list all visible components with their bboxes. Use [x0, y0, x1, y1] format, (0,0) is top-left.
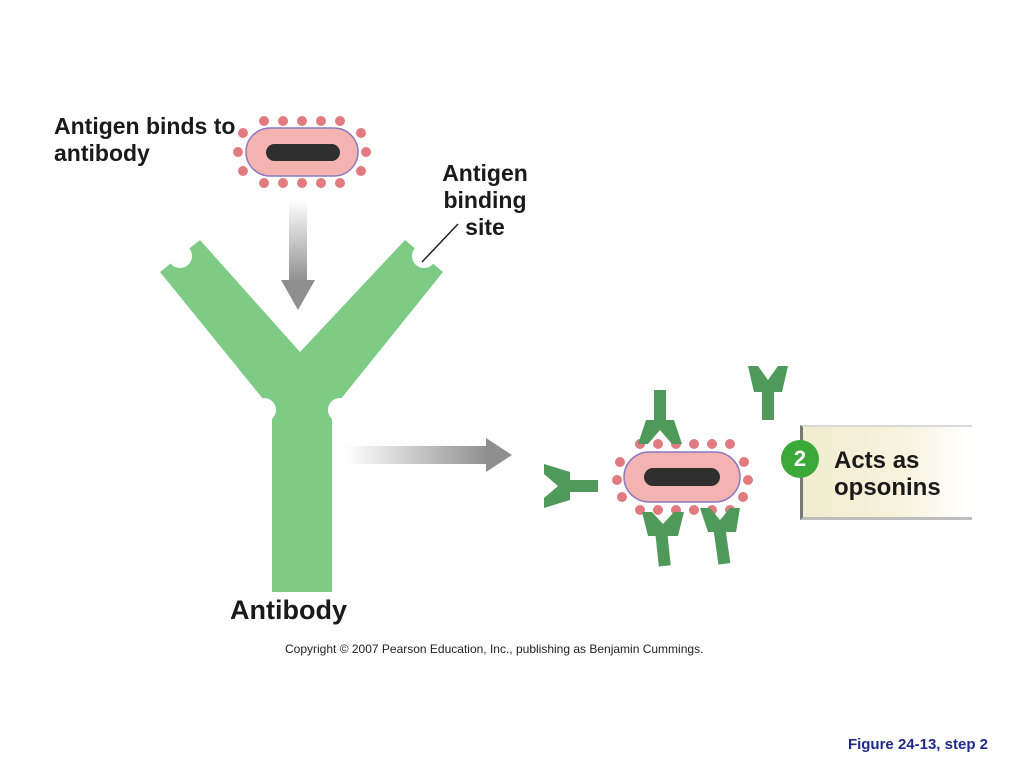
small-antibody-bottom-left: [642, 512, 684, 567]
small-antibodies: [544, 366, 788, 567]
antigen-top: [233, 116, 371, 188]
figure-caption: Figure 24-13, step 2: [847, 736, 988, 753]
step-text: Acts as opsonins: [834, 447, 941, 501]
small-antibody-left: [544, 464, 598, 508]
small-antibody-bottom-right: [700, 508, 740, 565]
right-arrow: [346, 438, 512, 472]
antigen-binding-site-label: Antigen binding site: [442, 160, 528, 241]
antigen-opsonized: [612, 439, 753, 515]
step-box: [800, 425, 972, 520]
small-antibody-top: [638, 390, 682, 444]
antigen-binds-label: Antigen binds to antibody: [54, 113, 236, 167]
copyright-notice: Copyright © 2007 Pearson Education, Inc.…: [285, 642, 704, 656]
small-antibody-floating: [748, 366, 788, 420]
down-arrow: [281, 200, 315, 310]
binding-notch-right: [412, 244, 436, 268]
step-number-badge: 2: [781, 440, 819, 478]
antibody-label: Antibody: [230, 595, 347, 625]
binding-notch-left: [168, 244, 192, 268]
antibody-large: [160, 240, 443, 592]
binding-site-pointer: [421, 223, 459, 263]
